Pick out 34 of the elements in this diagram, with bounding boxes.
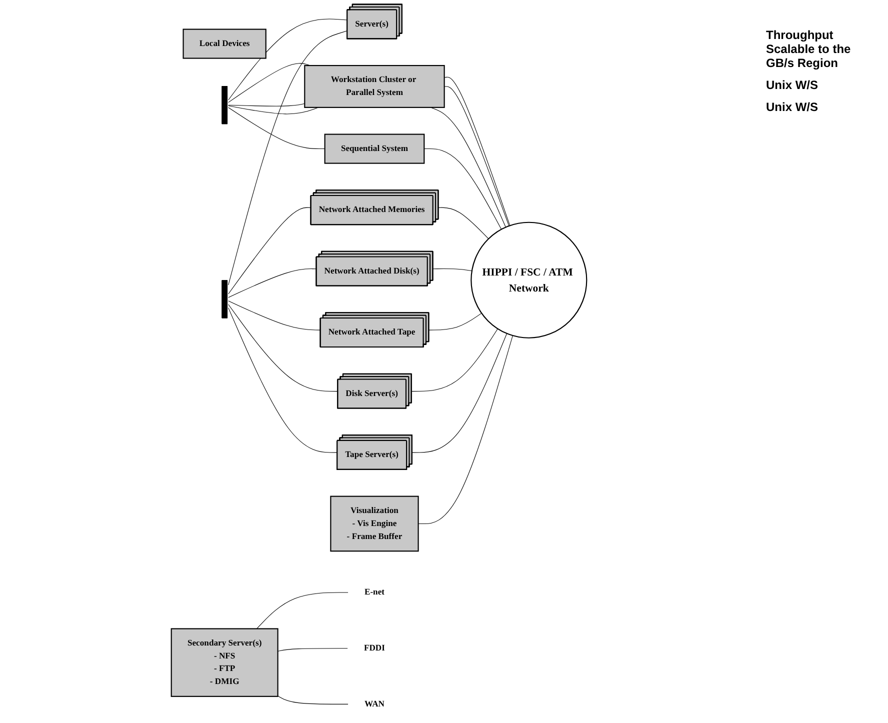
node-box: Secondary Server(s) - NFS - FTP - DMIG	[170, 628, 278, 697]
connector	[228, 300, 321, 330]
connector	[432, 268, 472, 272]
connector	[430, 107, 506, 228]
connector	[411, 328, 498, 392]
connector	[228, 105, 319, 114]
node-box: Local Devices	[182, 28, 266, 59]
connector	[228, 107, 326, 150]
connector	[418, 335, 513, 524]
note-text: Throughput Scalable to the GB/s Region	[766, 28, 852, 70]
connector	[278, 696, 349, 704]
node-box: Workstation Cluster or Parallel System	[304, 65, 445, 108]
connector	[438, 207, 489, 240]
connector	[256, 592, 349, 629]
connector	[412, 333, 508, 453]
connector	[228, 30, 348, 286]
connector	[228, 103, 305, 106]
connector	[228, 308, 338, 453]
node-circle: HIPPI / FSC / ATM Network	[470, 222, 588, 338]
note-text: Unix W/S	[766, 100, 820, 114]
note-text: Unix W/S	[766, 78, 820, 92]
connector	[228, 207, 312, 294]
node-text: E-net	[364, 588, 385, 597]
node-text: WAN	[364, 699, 385, 708]
connector	[278, 648, 348, 652]
connector	[228, 18, 348, 100]
node-box: Visualization - Vis Engine - Frame Buffer	[330, 496, 419, 552]
connector	[424, 148, 502, 230]
connector	[228, 304, 338, 392]
connector	[228, 63, 310, 103]
connector	[428, 312, 482, 330]
connector	[228, 268, 317, 298]
node-text: FDDI	[364, 644, 385, 653]
node-box: Sequential System	[324, 134, 425, 164]
